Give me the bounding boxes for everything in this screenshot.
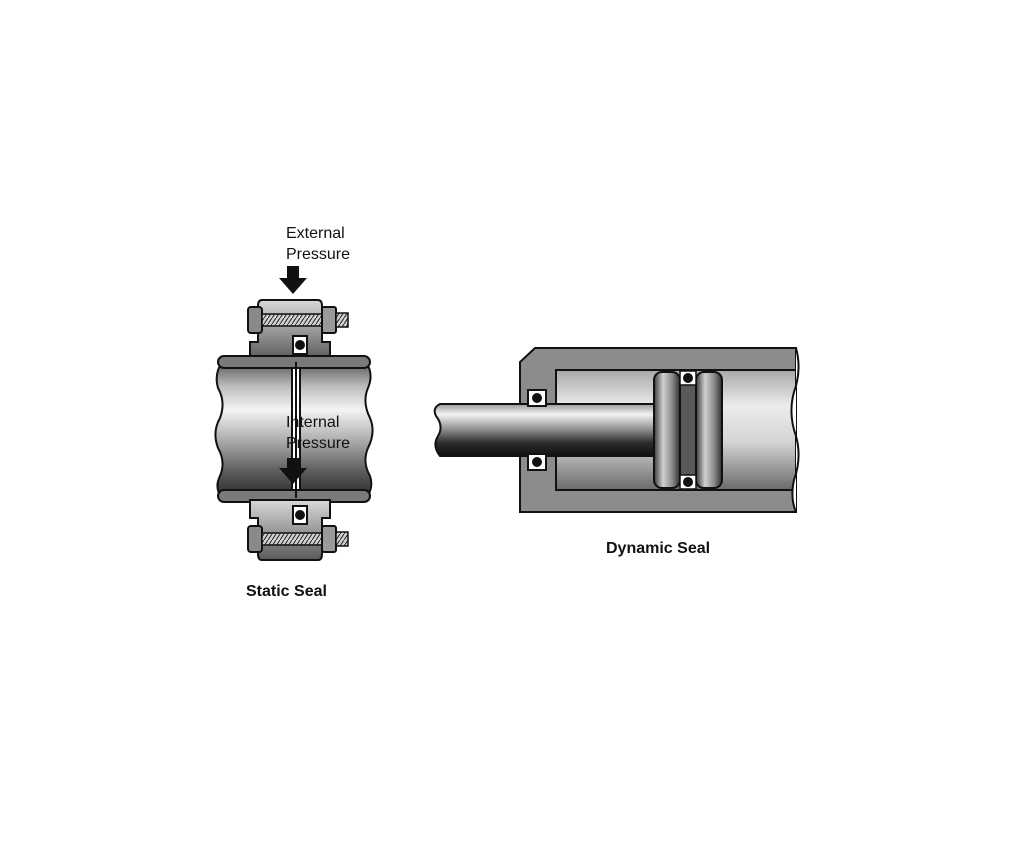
top-bolt-head xyxy=(247,306,263,334)
cylinder-break-line xyxy=(790,347,800,513)
bottom-bolt-end xyxy=(335,531,349,547)
rod-seal-bottom xyxy=(532,457,542,467)
piston-rod xyxy=(433,403,657,457)
dynamic-seal-caption: Dynamic Seal xyxy=(606,540,711,557)
external-pressure-line1: External xyxy=(286,225,345,242)
bottom-bolt-nut xyxy=(321,525,337,553)
top-bolt-end xyxy=(335,312,349,328)
static-seal-assembly xyxy=(214,266,374,561)
pipe-right xyxy=(299,361,374,499)
piston-seal-top xyxy=(683,373,693,383)
external-pressure-arrow-icon xyxy=(279,266,307,294)
internal-pressure-label: Internal Pressure xyxy=(286,412,350,454)
piston-seal-bottom xyxy=(683,477,693,487)
pipe-top-lip xyxy=(217,355,371,369)
top-bolt-nut xyxy=(321,306,337,334)
external-pressure-label: External Pressure xyxy=(286,223,350,265)
external-pressure-line2: Pressure xyxy=(286,246,351,263)
rod-seal-top xyxy=(532,393,542,403)
piston-right-land xyxy=(695,371,723,489)
piston-left-land xyxy=(653,371,681,489)
internal-pressure-line1: Internal xyxy=(286,414,340,431)
static-seal-caption: Static Seal xyxy=(246,583,327,600)
dynamic-seal-assembly xyxy=(433,347,800,513)
piston-groove xyxy=(679,383,697,477)
bottom-bolt-head xyxy=(247,525,263,553)
bottom-o-ring xyxy=(295,510,305,520)
internal-pressure-line2: Pressure xyxy=(286,435,351,452)
internal-pressure-arrow-icon xyxy=(279,458,307,484)
top-o-ring xyxy=(295,340,305,350)
pipe-left xyxy=(214,361,293,499)
